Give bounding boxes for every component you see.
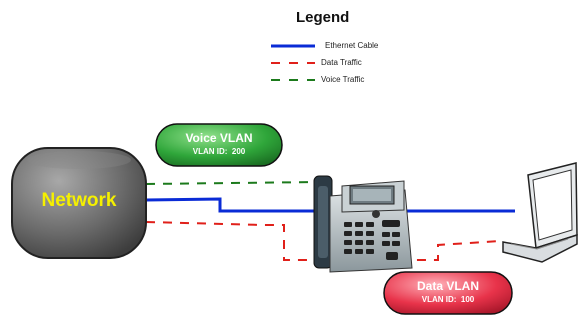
laptop-icon [502,162,578,263]
legend-swatches [271,44,315,81]
connections [145,181,515,261]
voice-traffic-line [145,181,319,185]
legend-label-voice: Voice Traffic [321,75,365,84]
network-label: Network [41,190,117,211]
data-vlan-title: Data VLAN [416,279,479,293]
voice-vlan-node [155,123,283,167]
legend-title: Legend [296,9,350,26]
ethernet-cable-line [145,197,318,213]
voice-vlan-id: VLAN ID: 200 [192,147,246,156]
legend-label-data: Data Traffic [321,58,362,67]
data-traffic-line [145,221,501,261]
voice-vlan-title: Voice VLAN [185,131,253,145]
ip-phone-icon [313,175,413,273]
network-node [11,147,147,259]
legend-label-ethernet: Ethernet Cable [325,41,379,50]
data-vlan-node [383,271,513,315]
data-vlan-id: VLAN ID: 100 [421,295,475,304]
